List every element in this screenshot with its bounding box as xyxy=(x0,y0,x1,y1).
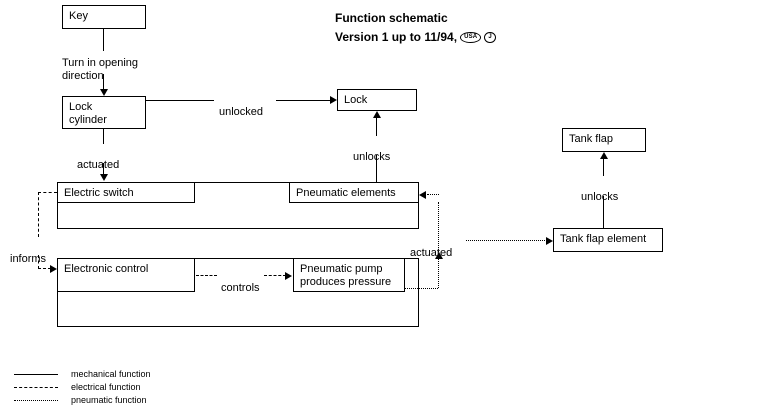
edge-controls-seg2 xyxy=(264,275,286,276)
diagram-version-text: Version 1 up to 11/94, xyxy=(335,30,458,44)
node-pneumatic-elements-label: Pneumatic elements xyxy=(296,187,396,199)
arrowhead-informs-to-electronic-control xyxy=(50,264,57,273)
node-lock[interactable]: Lock xyxy=(337,89,417,111)
arrowhead-pump-to-pneumatic-elements xyxy=(419,190,426,199)
node-lock-label: Lock xyxy=(344,94,368,106)
edge-pneumatic-to-lock-upper xyxy=(376,118,378,136)
node-electronic-control-label: Electronic control xyxy=(64,263,149,275)
node-lock-cylinder-label: Lock cylinder xyxy=(69,101,107,126)
edge-label-actuated-switch: actuated xyxy=(77,159,120,171)
edge-tankflapelement-to-tankflap-upper xyxy=(603,159,605,176)
edge-pump-to-elements-seg-top xyxy=(427,194,439,195)
edge-label-turn-in-opening-direction: Turn in opening direction xyxy=(62,57,139,82)
edge-informs-seg-top xyxy=(38,192,57,193)
node-tank-flap-label: Tank flap xyxy=(569,133,614,145)
legend-sample-dashed-line xyxy=(14,387,58,388)
edge-tankflapelement-to-tankflap-lower xyxy=(603,196,605,228)
edge-label-unlocked: unlocked xyxy=(219,106,264,118)
edge-informs-seg-bottom xyxy=(38,268,51,269)
edge-informs-seg-vertical-lower xyxy=(38,255,39,269)
edge-informs-seg-vertical-upper xyxy=(38,192,39,237)
node-key-label: Key xyxy=(69,10,88,22)
node-pneumatic-elements[interactable]: Pneumatic elements xyxy=(289,182,419,203)
node-lock-cylinder[interactable]: Lock cylinder xyxy=(62,96,146,129)
node-tank-flap-element-label: Tank flap element xyxy=(560,233,647,245)
node-electric-switch-label: Electric switch xyxy=(64,187,134,199)
arrowhead-actuated-to-tankflap-element xyxy=(546,236,553,245)
edge-lockcylinder-to-switch-lower xyxy=(103,163,105,176)
edge-pump-to-elements-seg-bottom xyxy=(405,288,438,289)
edge-pump-vertical-stub xyxy=(438,258,439,274)
arrowhead-lockcylinder-to-switch xyxy=(99,174,108,181)
edge-key-to-lockcylinder-lower xyxy=(103,74,105,91)
legend-sample-solid-line xyxy=(14,374,58,375)
edge-label-actuated-tank: actuated xyxy=(410,247,453,259)
node-pneumatic-pump[interactable]: Pneumatic pump produces pressure xyxy=(293,258,405,292)
edge-label-controls: controls xyxy=(221,282,260,294)
usa-badge: USA xyxy=(460,32,482,44)
edge-pump-to-elements-seg-vertical xyxy=(438,202,439,288)
legend-sample-dotted-line xyxy=(14,400,58,401)
node-electric-switch[interactable]: Electric switch xyxy=(57,182,195,203)
edge-actuated-to-tankflap-element xyxy=(466,240,547,241)
diagram-title-text: Function schematic xyxy=(335,11,448,25)
edge-lockcylinder-to-switch-upper xyxy=(103,129,105,144)
node-tank-flap[interactable]: Tank flap xyxy=(562,128,646,152)
arrowhead-tankflapelement-to-tankflap xyxy=(599,152,608,159)
edge-pneumatic-to-lock-lower xyxy=(376,155,378,182)
edge-controls-seg1 xyxy=(196,275,217,276)
arrowhead-lockcylinder-to-lock xyxy=(330,96,337,104)
node-tank-flap-element[interactable]: Tank flap element xyxy=(553,228,663,252)
legend-label-pneumatic: pneumatic function xyxy=(71,395,147,405)
edge-label-unlocks-tank-flap: unlocks xyxy=(581,191,619,203)
edge-key-to-lockcylinder-upper xyxy=(103,29,105,51)
arrowhead-controls-to-pump xyxy=(285,271,292,280)
arrowhead-pump-stub xyxy=(434,252,443,259)
node-key[interactable]: Key xyxy=(62,5,146,29)
arrowhead-key-to-lockcylinder xyxy=(99,89,108,96)
edge-lockcylinder-to-lock-seg1 xyxy=(146,99,214,101)
legend-label-electrical: electrical function xyxy=(71,382,141,392)
diagram-title-line1: Function schematic xyxy=(335,10,448,27)
edge-label-unlocks-lock: unlocks xyxy=(353,151,391,163)
legend-label-mechanical: mechanical function xyxy=(71,369,151,379)
edge-label-informs: informs xyxy=(10,253,47,265)
edge-lockcylinder-to-lock-seg2 xyxy=(276,99,330,101)
node-pneumatic-pump-label: Pneumatic pump produces pressure xyxy=(300,263,392,288)
japan-badge: J xyxy=(484,32,496,44)
arrowhead-pneumatic-to-lock xyxy=(372,111,381,118)
node-electronic-control[interactable]: Electronic control xyxy=(57,258,195,292)
